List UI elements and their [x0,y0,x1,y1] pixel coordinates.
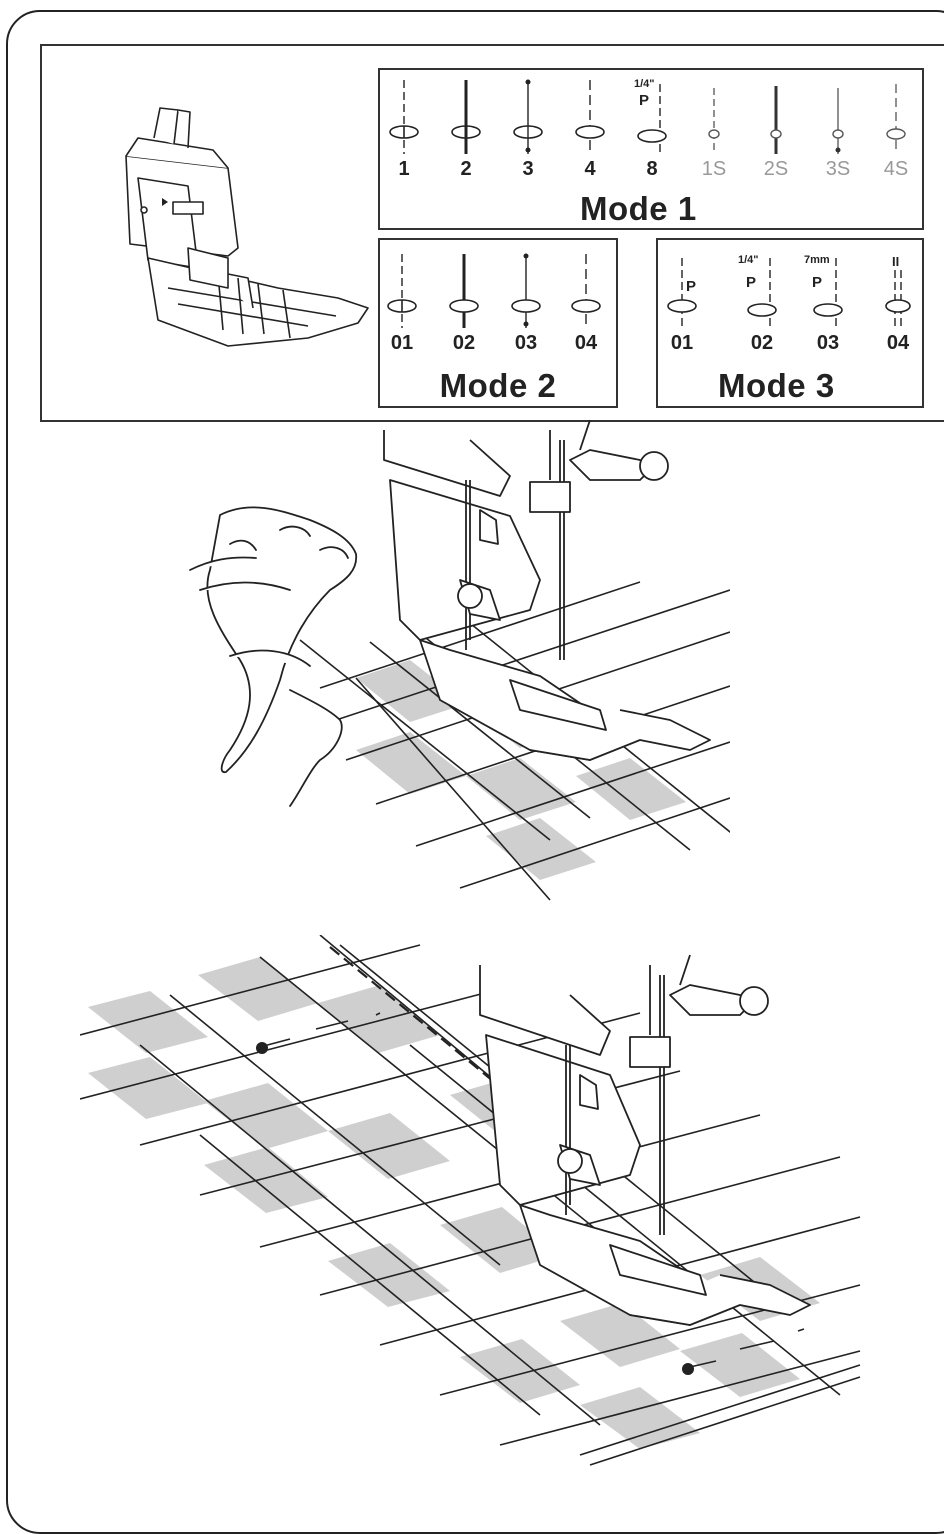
stitch-number: 2 [444,158,488,180]
stitch-3[interactable]: 3 [506,76,550,180]
stitch-number: 2S [754,158,798,180]
triple-stitch-icon [444,76,488,158]
mode-1-panel: 1 2 3 4 1/4" P 8 1S 2S 3S 4S Mode 1 [378,68,924,230]
straight-stitch-icon [568,76,612,158]
short-stitch-icon [874,76,918,158]
stitch-number: 03 [806,332,850,354]
short-stitch-icon [692,76,736,158]
stitch-1[interactable]: 1 [382,76,426,180]
stitch-number: 3 [506,158,550,180]
lock-stitch-icon [504,250,548,332]
stitch-number: 03 [504,332,548,354]
walking-foot-icon [78,98,378,358]
patchwork-letter: P [639,92,649,109]
mode-2-panel: 01 02 03 04 Mode 2 [378,238,618,408]
stitch-2s[interactable]: 2S [754,76,798,180]
stitch-number: 3S [816,158,860,180]
straight-stitch-icon [564,250,608,332]
stitch-01[interactable]: P 01 [660,250,704,354]
stitch-3s[interactable]: 3S [816,76,860,180]
stitch-04[interactable]: II 04 [876,250,920,354]
patchwork-letter: P [686,278,696,295]
triple-stitch-icon [442,250,486,332]
quarter-inch-label: 1/4" [738,254,759,266]
stitch-number: 1S [692,158,736,180]
stitch-number: 02 [442,332,486,354]
mode-2-label: Mode 2 [380,367,616,405]
stitch-number: 4S [874,158,918,180]
patchwork-letter: P [746,274,756,291]
short-lock-stitch-icon [816,76,860,158]
sewing-illustration-bottom [80,935,880,1475]
stitch-number: 4 [568,158,612,180]
mode-3-panel: P 01 1/4" P 02 7mm P 03 II 04 Mode 3 [656,238,924,408]
fabric-grid [80,935,860,1465]
patchwork-letter: P [812,274,822,291]
stitch-number: 01 [380,332,424,354]
stitch-4s[interactable]: 4S [874,76,918,180]
stitch-2[interactable]: 2 [444,76,488,180]
stitch-03[interactable]: 03 [504,250,548,354]
stitch-number: 04 [876,332,920,354]
stitch-1s[interactable]: 1S [692,76,736,180]
mode-3-label: Mode 3 [718,367,835,405]
stitch-number: 1 [382,158,426,180]
patchwork-stitch-icon [660,250,704,332]
lock-stitch-icon [506,76,550,158]
parallel-mark: II [892,254,899,269]
stitch-02[interactable]: 02 [442,250,486,354]
stitch-03[interactable]: 7mm P 03 [806,250,850,354]
short-triple-stitch-icon [754,76,798,158]
straight-stitch-icon [380,250,424,332]
stitch-4[interactable]: 4 [568,76,612,180]
stitch-number: 02 [740,332,784,354]
stitch-number: 8 [630,158,674,180]
stitch-number: 01 [660,332,704,354]
stitch-04[interactable]: 04 [564,250,608,354]
sewing-illustration-top [170,420,730,910]
mode-1-label: Mode 1 [580,190,697,228]
hand-icon [190,507,356,806]
stitch-02[interactable]: 1/4" P 02 [740,250,784,354]
stitch-number: 04 [564,332,608,354]
quarter-inch-label: 1/4" [634,78,655,90]
seven-mm-label: 7mm [804,254,830,266]
stitch-01[interactable]: 01 [380,250,424,354]
straight-stitch-icon [382,76,426,158]
stitch-8[interactable]: 1/4" P 8 [630,76,674,180]
